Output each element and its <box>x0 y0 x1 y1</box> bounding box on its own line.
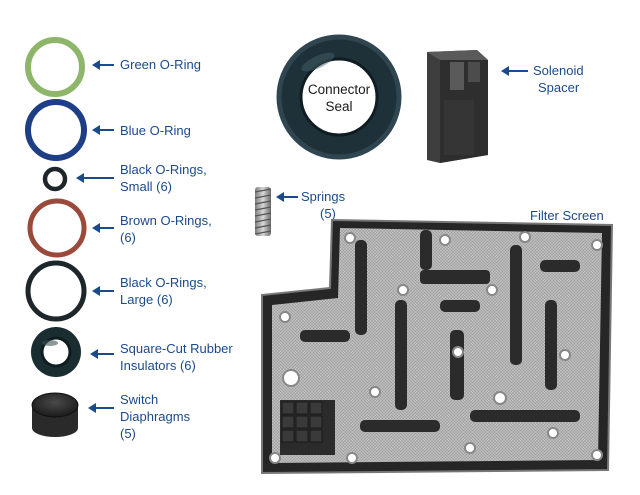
label-arrow-brown <box>92 223 114 233</box>
label-arrow-springs <box>276 192 298 202</box>
solenoid-spacer <box>427 50 488 163</box>
switch-label-line1: Switch <box>120 392 158 407</box>
black-large-label-line2: Large (6) <box>120 292 173 307</box>
switch-diaphragm <box>31 392 79 437</box>
blue-o-ring <box>25 99 87 161</box>
solenoid-label-line1: Solenoid <box>533 63 584 78</box>
label-arrow-solenoid <box>501 66 528 76</box>
brown-label-line1: Brown O-Rings, <box>120 213 212 228</box>
filter-screen-plate <box>261 218 614 475</box>
springs-label-line1: Springs <box>301 189 346 204</box>
green-o-ring-label: Green O-Ring <box>120 57 201 72</box>
label-arrow-green <box>92 60 114 70</box>
black-o-ring-small <box>42 166 68 192</box>
connector-label-line1: Connector <box>308 82 371 97</box>
solenoid-label-line2: Spacer <box>538 80 580 95</box>
switch-label-line2: Diaphragms <box>120 409 191 424</box>
connector-label-line2: Seal <box>325 99 352 114</box>
connector-seal <box>276 34 402 160</box>
black-small-label-line1: Black O-Rings, <box>120 162 207 177</box>
filter-screen-label: Filter Screen <box>530 208 604 223</box>
black-o-ring-large <box>25 260 87 322</box>
label-arrow-square-cut <box>90 349 114 359</box>
label-arrow-switch <box>88 403 114 413</box>
brown-o-ring <box>27 198 87 258</box>
springs-label-line2: (5) <box>320 206 336 221</box>
switch-label-line3: (5) <box>120 426 136 441</box>
blue-o-ring-label: Blue O-Ring <box>120 123 191 138</box>
label-arrow-blue <box>92 125 114 135</box>
label-arrow-black-small <box>76 173 114 183</box>
black-small-label-line2: Small (6) <box>120 179 172 194</box>
square-cut-label-line2: Insulators (6) <box>120 358 196 373</box>
brown-label-line2: (6) <box>120 230 136 245</box>
square-cut-label-line1: Square-Cut Rubber <box>120 341 233 356</box>
black-large-label-line1: Black O-Rings, <box>120 275 207 290</box>
spring <box>254 187 272 236</box>
label-arrow-black-large <box>92 286 114 296</box>
square-cut-insulator <box>31 327 81 377</box>
green-o-ring <box>25 37 85 97</box>
